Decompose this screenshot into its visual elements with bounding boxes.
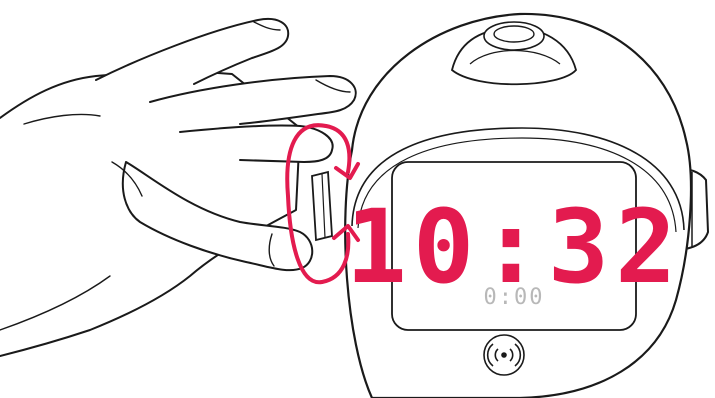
hand-illustration — [0, 19, 356, 356]
sound-waves-icon[interactable] — [484, 335, 524, 375]
secondary-time-readout: 0:00 — [484, 285, 545, 310]
rotary-dial[interactable] — [312, 172, 332, 240]
display-screen: 10:32 0:00 — [345, 162, 682, 330]
